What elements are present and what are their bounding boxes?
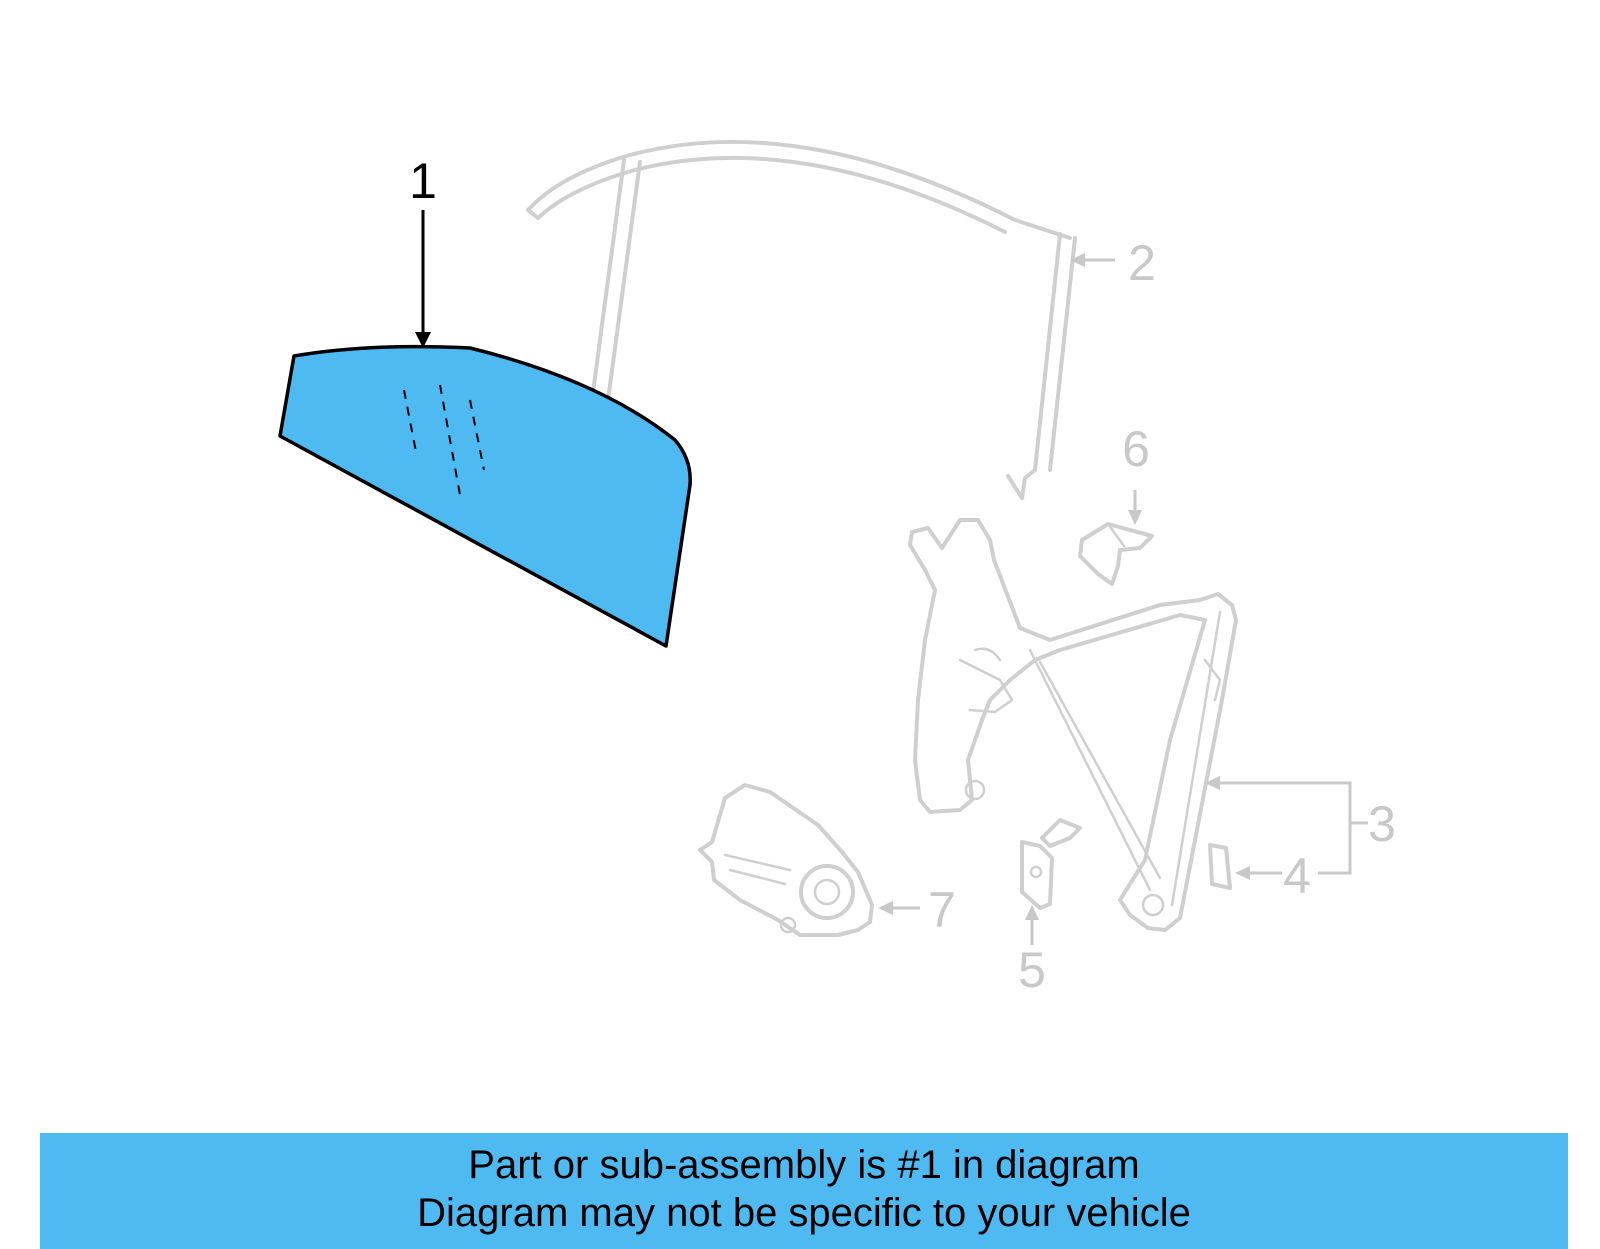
leader-5	[1025, 905, 1039, 945]
part-3-window-regulator	[908, 518, 1238, 932]
info-banner: Part or sub-assembly is #1 in diagram Di…	[40, 1133, 1568, 1249]
callout-7: 7	[928, 882, 956, 938]
leader-6	[1128, 490, 1142, 525]
part-2-window-channel	[526, 139, 1077, 500]
callout-3: 3	[1368, 796, 1396, 852]
part-6-clip	[1078, 522, 1154, 586]
part-7-motor	[698, 783, 874, 937]
glass-reflection-marks	[403, 384, 485, 496]
banner-line-1: Part or sub-assembly is #1 in diagram	[468, 1143, 1140, 1187]
leader-3	[1205, 776, 1368, 875]
callout-1: 1	[409, 153, 437, 209]
part-4-tab	[1208, 843, 1232, 890]
leader-7	[878, 901, 920, 915]
door-glass-panel[interactable]	[278, 344, 692, 648]
part-1-door-glass[interactable]	[278, 344, 692, 648]
callout-4: 4	[1283, 848, 1311, 904]
leader-4	[1235, 866, 1282, 880]
banner-line-2: Diagram may not be specific to your vehi…	[417, 1191, 1191, 1235]
leader-1	[415, 210, 431, 348]
callout-5: 5	[1018, 942, 1046, 998]
callout-6: 6	[1122, 421, 1150, 477]
part-5-bracket	[1020, 818, 1082, 910]
leader-2	[1070, 253, 1115, 267]
callout-2: 2	[1128, 235, 1156, 291]
leader-lines	[415, 210, 1368, 945]
